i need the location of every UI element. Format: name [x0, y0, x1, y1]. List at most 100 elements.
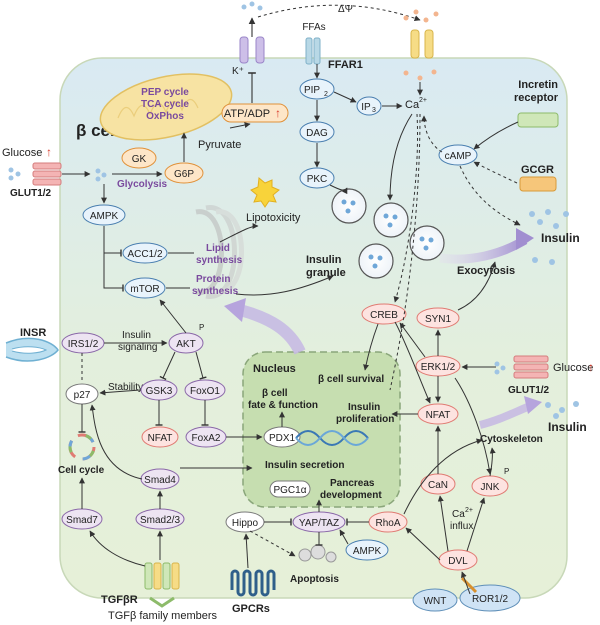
- tgfbr-receptor: TGFβR TGFβ family members: [101, 562, 218, 622]
- ca2-label: Ca: [405, 99, 420, 111]
- ampk2-node: AMPK: [353, 546, 382, 557]
- glucose-left-label: Glucose: [2, 147, 42, 159]
- apoptosis-icon: [298, 544, 337, 563]
- ip3-sub: 3: [372, 107, 376, 114]
- pdx1-node: PDX1: [269, 433, 296, 444]
- lipotoxicity-label: Lipotoxicity: [246, 212, 301, 224]
- insulin-granule-1: Insulin: [306, 254, 342, 266]
- mtor-node: mTOR: [130, 284, 159, 295]
- delta-psi: ΔΨ: [338, 4, 353, 15]
- gcgr-receptor: GCGR: [519, 164, 557, 192]
- ampk-node: AMPK: [90, 211, 119, 222]
- glut-left-label: GLUT1/2: [10, 188, 52, 199]
- insulin-granules: [331, 188, 445, 279]
- smad23-node: Smad2/3: [140, 515, 180, 526]
- beta-fate-2: fate & function: [248, 400, 318, 411]
- nfat-right-node: NFAT: [426, 410, 451, 421]
- ca2-sup: 2+: [419, 97, 427, 104]
- ca-influx-2: influx: [450, 521, 473, 532]
- ip3-node: IP: [361, 102, 371, 113]
- glut-right: Glucose ↑ GLUT1/2: [494, 355, 594, 396]
- smad7-node: Smad7: [66, 515, 98, 526]
- jnk-p: P: [504, 467, 509, 476]
- mito-pep: PEP cycle: [141, 87, 189, 98]
- mitochondrion: PEP cycle TCA cycle OxPhos: [99, 73, 233, 141]
- acc-node: ACC1/2: [127, 249, 162, 260]
- foxa2-node: FoxA2: [192, 433, 221, 444]
- ca-influx-sup: 2+: [465, 507, 473, 514]
- wnt-label: WNT: [424, 596, 447, 607]
- arrows: [78, 64, 521, 595]
- hippo-node: Hippo: [232, 518, 259, 529]
- insulin-prolif-1: Insulin: [348, 402, 380, 413]
- cytoskeleton-label: Cytoskeleton: [480, 434, 543, 445]
- incretin-l2: receptor: [514, 92, 559, 104]
- exocytosis-label: Exocytosis: [457, 265, 515, 277]
- gpcr-receptor: GPCRs: [230, 569, 276, 615]
- incretin-receptor: Incretin receptor: [514, 79, 559, 128]
- insr-label: INSR: [20, 327, 46, 339]
- incretin-l1: Incretin: [518, 79, 558, 91]
- gsk3-node: GSK3: [146, 386, 173, 397]
- protein-synth-2: synthesis: [192, 286, 239, 297]
- smad4-node: Smad4: [144, 475, 176, 486]
- apoptosis-label: Apoptosis: [290, 574, 339, 585]
- glut-right-label: GLUT1/2: [508, 385, 550, 396]
- gcgr-label: GCGR: [521, 164, 554, 176]
- dna-helix: [295, 430, 369, 446]
- ffar1-label: FFAR1: [328, 59, 363, 71]
- nucleus: [242, 351, 401, 508]
- akt-p: P: [199, 323, 204, 332]
- rhoa-node: RhoA: [375, 518, 400, 529]
- yap-taz-node: YAP/TAZ: [299, 518, 339, 529]
- stability-label: Stability: [108, 382, 143, 393]
- mito-oxphos: OxPhos: [146, 111, 184, 122]
- jnk-node: JNK: [481, 482, 500, 493]
- nfat-left-node: NFAT: [148, 433, 173, 444]
- nucleus-title: Nucleus: [253, 363, 296, 375]
- g6p-node: G6P: [174, 169, 194, 180]
- dvl-node: DVL: [448, 556, 468, 567]
- beta-fate-1: β cell: [262, 388, 288, 399]
- glycolysis-label: Glycolysis: [117, 179, 167, 190]
- foxo1-node: FoxO1: [190, 386, 220, 397]
- ror-label: ROR1/2: [472, 594, 509, 605]
- insulin-prolif-2: proliferation: [336, 414, 394, 425]
- beta-survival-label: β cell survival: [318, 374, 384, 385]
- ca-influx-1: Ca: [452, 509, 465, 520]
- gpcrs-label: GPCRs: [232, 603, 270, 615]
- pkc-node: PKC: [307, 174, 328, 185]
- insulin-right-label: Insulin: [548, 420, 587, 434]
- wnt-ror: WNT ROR1/2: [412, 576, 521, 612]
- pancreas-dev-1: Pancreas: [330, 478, 375, 489]
- pip2-node: PIP: [304, 85, 320, 96]
- lipid-synth-1: Lipid: [206, 243, 230, 254]
- pip2-sub: 2: [324, 91, 328, 98]
- akt-node: AKT: [176, 339, 195, 350]
- glucose-right-label: Glucose: [553, 362, 593, 374]
- tgfbr-label: TGFβR: [101, 594, 138, 606]
- cell-cycle-icon: [68, 433, 96, 461]
- irs-node: IRS1/2: [68, 339, 99, 350]
- pyruvate-label: Pyruvate: [198, 139, 241, 151]
- protein-synth-1: Protein: [196, 274, 230, 285]
- insulin-top-label: Insulin: [541, 231, 580, 245]
- mito-tca: TCA cycle: [141, 99, 189, 110]
- insulin-signaling-2: signaling: [118, 342, 157, 353]
- camp-node: cAMP: [445, 151, 472, 162]
- cell-cycle-label: Cell cycle: [58, 465, 105, 476]
- insulin-secretion-label: Insulin secretion: [265, 460, 344, 471]
- k-channel: K⁺: [232, 36, 265, 77]
- insulin-signaling-1: Insulin: [122, 330, 151, 341]
- glucose-right-up: ↑: [588, 360, 594, 374]
- insulin-granule-2: granule: [306, 267, 346, 279]
- pgc1a-node: PGC1α: [273, 485, 306, 496]
- atp-adp-node: ATP/ADP: [224, 108, 270, 120]
- k-plus-label: K⁺: [232, 66, 244, 77]
- gk-node: GK: [132, 154, 147, 165]
- syn1-node: SYN1: [425, 314, 452, 325]
- glucose-left-up: ↑: [46, 145, 52, 159]
- insr-receptor: INSR: [5, 327, 59, 362]
- can-node: CaN: [428, 480, 448, 491]
